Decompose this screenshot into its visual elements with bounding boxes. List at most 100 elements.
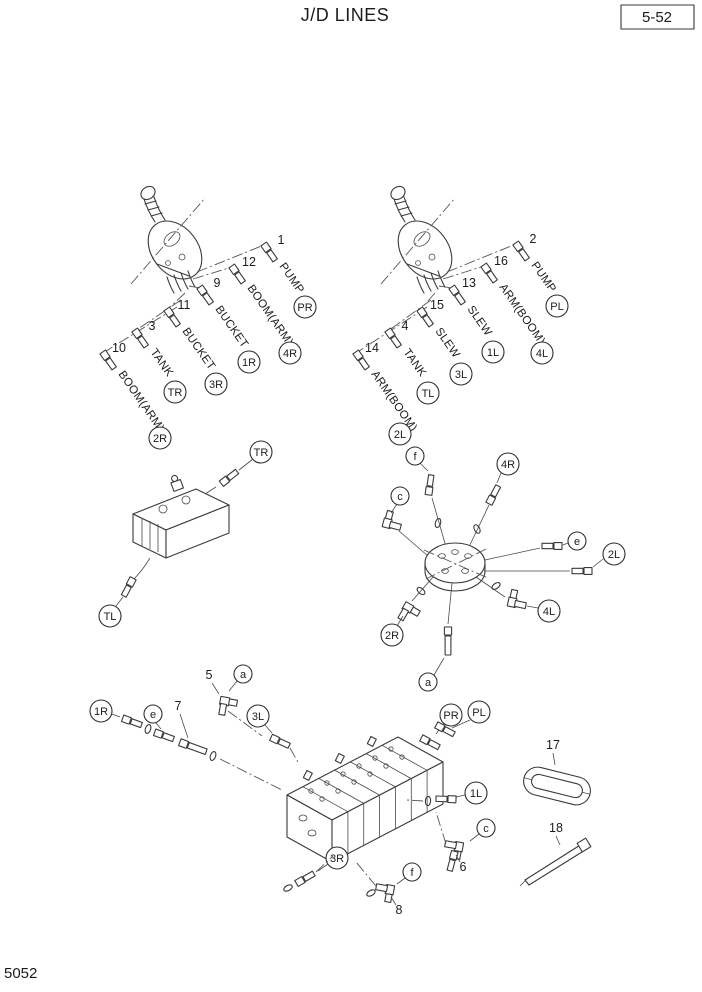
leader-4R: [496, 472, 502, 484]
line-label: TANK: [148, 347, 176, 379]
port-badge-4R: 4R: [496, 452, 520, 476]
svg-text:f: f: [410, 867, 414, 879]
junction-disc: [424, 542, 486, 584]
svg-text:4L: 4L: [536, 348, 548, 360]
doc-number: 5052: [4, 965, 37, 982]
svg-text:PL: PL: [550, 301, 563, 313]
leader-4L: [526, 605, 539, 609]
line-label: BOOM(ARM): [116, 369, 167, 434]
svg-text:2R: 2R: [153, 433, 167, 445]
hose-fitting: [443, 626, 453, 656]
hose-fitting: [384, 327, 403, 349]
port-badge: 4L: [530, 341, 554, 365]
hose-fitting: [294, 870, 317, 887]
item-number: 1: [278, 233, 285, 247]
port-badge-2L: 2L: [602, 542, 626, 566]
page-number: 5-52: [642, 9, 672, 26]
main-control-valve-block: [286, 735, 444, 863]
item-number-5: 5: [206, 668, 213, 682]
svg-text:PL: PL: [472, 707, 485, 719]
svg-text:1R: 1R: [242, 357, 256, 369]
o-ring: [208, 750, 218, 762]
svg-text:1L: 1L: [470, 788, 482, 800]
svg-text:c: c: [397, 491, 403, 503]
svg-text:4R: 4R: [283, 348, 297, 360]
leader-a: [433, 657, 445, 676]
leader-2L: [592, 558, 604, 568]
elbow-fitting: [217, 695, 239, 718]
o-ring: [143, 723, 153, 735]
port-badge: 3R: [204, 372, 228, 396]
o-ring: [490, 580, 502, 592]
item-number: 9: [214, 276, 221, 290]
leader-TR: [238, 458, 254, 471]
port-badge-2R: 2R: [380, 623, 404, 647]
line-label: ARM(BOOM): [497, 282, 548, 347]
page-number-box: [620, 4, 695, 30]
line-label: BUCKET: [180, 326, 218, 373]
svg-text:TR: TR: [168, 387, 183, 399]
line-label: SLEW: [465, 304, 494, 339]
hose-fitting-long: [178, 738, 208, 756]
hose-fitting: [424, 474, 436, 496]
port-badge: PL: [545, 294, 569, 318]
port-badge-TR: TR: [249, 440, 273, 464]
letter-badge-a-valve: a: [233, 664, 253, 684]
letter-badge-c: c: [390, 486, 410, 506]
svg-text:a: a: [425, 677, 432, 689]
port-badge-TL: TL: [98, 604, 122, 628]
line-label: ARM(BOOM): [369, 369, 420, 434]
item-number-8: 8: [396, 903, 403, 917]
leader-c: [390, 503, 398, 514]
item-number: 12: [242, 255, 256, 269]
hose-fitting: [196, 284, 215, 306]
svg-text:1R: 1R: [94, 706, 108, 718]
port-badge-3L: 3L: [246, 704, 270, 728]
hose-fitting: [120, 576, 137, 599]
leader-a: [228, 680, 238, 692]
hose-fitting: [435, 794, 457, 804]
svg-text:TR: TR: [254, 447, 269, 459]
line-label: PUMP: [277, 261, 307, 296]
elbow-fitting: [506, 588, 529, 611]
svg-text:3L: 3L: [455, 369, 467, 381]
item-number: 2: [530, 232, 537, 246]
item-number-6: 6: [460, 860, 467, 874]
leader-1L: [455, 794, 466, 798]
leader-f: [419, 462, 429, 472]
hose-fitting: [120, 714, 144, 729]
hose-fitting: [419, 734, 442, 751]
hose-line: [227, 710, 263, 737]
leader-3L: [264, 724, 273, 734]
elbow-fitting: [396, 601, 422, 627]
svg-text:e: e: [574, 536, 580, 548]
leader-7: [179, 713, 189, 739]
leader-6: [455, 854, 461, 863]
svg-text:TL: TL: [104, 611, 117, 623]
svg-text:4L: 4L: [543, 606, 555, 618]
item-number: 15: [430, 298, 444, 312]
port-badge: PR: [293, 295, 317, 319]
manifold-plug: [170, 474, 184, 492]
line-label: BUCKET: [213, 304, 251, 351]
letter-badge-e-valve: e: [143, 704, 163, 724]
elbow-fitting: [373, 882, 396, 904]
hose-line: [435, 811, 447, 845]
svg-text:TL: TL: [422, 388, 435, 400]
leader-c: [469, 833, 480, 842]
svg-text:PR: PR: [443, 710, 458, 722]
line-label: TANK: [401, 347, 429, 379]
item-number: 4: [402, 319, 409, 333]
leader-5: [211, 682, 220, 695]
port-badge: 2R: [148, 426, 172, 450]
hose-line: [315, 855, 334, 873]
item-number-7: 7: [175, 699, 182, 713]
leader-8: [390, 896, 397, 906]
port-badge-4L: 4L: [537, 599, 561, 623]
hose-line: [219, 758, 283, 791]
hose-line: [355, 861, 377, 887]
port-badge: 2L: [388, 422, 412, 446]
item-number: 3: [149, 319, 156, 333]
port-badge: TR: [163, 380, 187, 404]
